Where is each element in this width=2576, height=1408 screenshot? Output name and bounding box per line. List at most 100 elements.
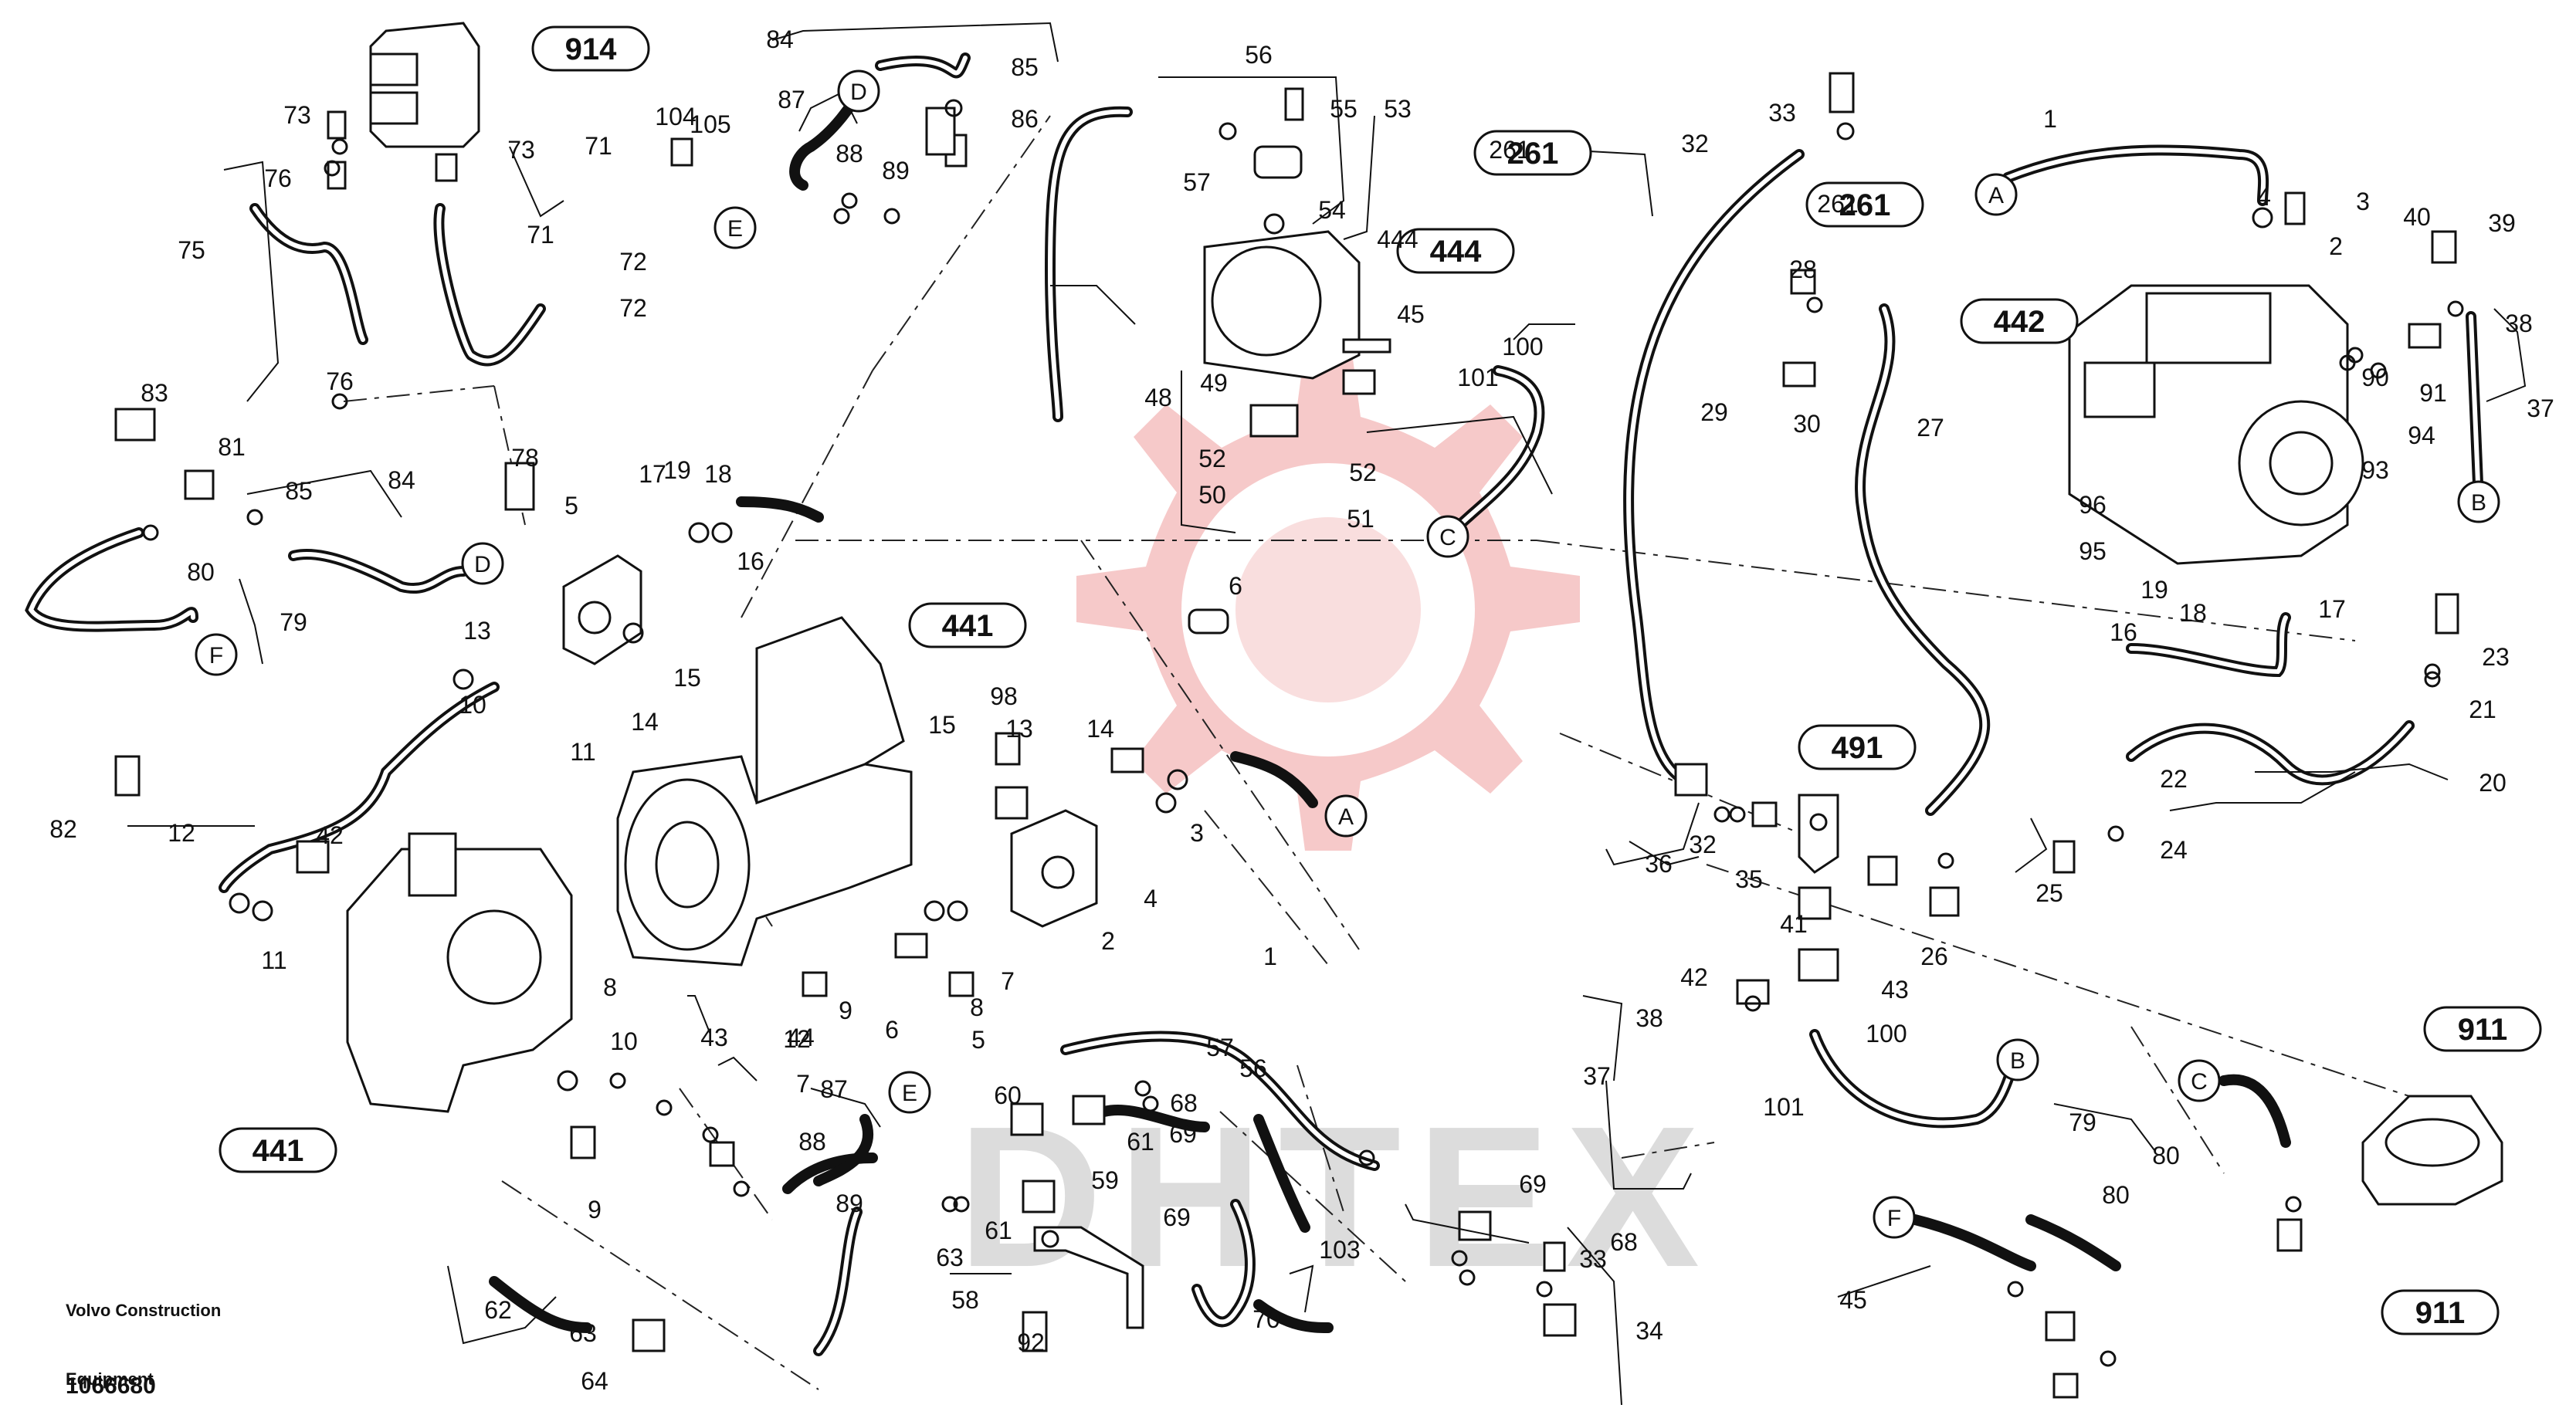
part-label-87: 87 bbox=[778, 86, 805, 113]
part-label-80: 80 bbox=[2152, 1142, 2180, 1169]
part-label-39: 39 bbox=[2488, 209, 2516, 237]
connector-a-1[interactable]: A bbox=[1974, 173, 2018, 216]
valve-block-914 bbox=[369, 22, 480, 148]
badge-441-top[interactable]: 441 bbox=[908, 602, 1027, 648]
connector-c-1[interactable]: C bbox=[1426, 515, 1469, 558]
part-label-5: 5 bbox=[564, 492, 578, 520]
hydraulic-motor-441-left bbox=[346, 832, 573, 1113]
badge-911-bottom[interactable]: 911 bbox=[2381, 1289, 2500, 1335]
badge-261-left[interactable]: 261 bbox=[1473, 130, 1592, 176]
part-label-80: 80 bbox=[2102, 1181, 2130, 1209]
part-label-75: 75 bbox=[178, 236, 205, 264]
connector-f-1[interactable]: F bbox=[195, 633, 238, 676]
o-rings bbox=[142, 99, 2464, 1367]
part-label-83: 83 bbox=[141, 379, 168, 407]
part-label-17: 17 bbox=[639, 460, 666, 488]
connector-f-2[interactable]: F bbox=[1873, 1196, 1916, 1239]
svg-text:D: D bbox=[474, 552, 491, 577]
part-label-51: 51 bbox=[1347, 505, 1374, 533]
part-label-80: 80 bbox=[187, 558, 215, 586]
part-label-28: 28 bbox=[1789, 256, 1817, 283]
part-label-96: 96 bbox=[2079, 491, 2107, 519]
part-label-33: 33 bbox=[1579, 1245, 1607, 1273]
part-label-42: 42 bbox=[316, 821, 344, 849]
svg-text:911: 911 bbox=[2458, 1013, 2508, 1047]
connector-a-2[interactable]: A bbox=[1324, 794, 1368, 838]
part-label-68: 68 bbox=[1170, 1089, 1198, 1117]
part-label-69: 69 bbox=[1163, 1203, 1191, 1231]
connector-b-2[interactable]: B bbox=[1996, 1038, 2039, 1081]
part-label-88: 88 bbox=[836, 140, 863, 168]
part-label-36: 36 bbox=[1645, 850, 1673, 878]
part-label-78: 78 bbox=[511, 444, 539, 472]
part-label-10: 10 bbox=[459, 691, 486, 719]
part-label-25: 25 bbox=[2035, 879, 2063, 907]
part-label-68: 68 bbox=[1610, 1228, 1638, 1256]
svg-text:C: C bbox=[1439, 525, 1456, 550]
part-label-63: 63 bbox=[569, 1319, 597, 1347]
watermark-gear-hole bbox=[1181, 463, 1475, 756]
badge-442[interactable]: 442 bbox=[1960, 298, 2079, 344]
part-label-55: 55 bbox=[1330, 95, 1357, 123]
footer-company: Volvo Construction bbox=[66, 1301, 221, 1320]
part-label-5: 5 bbox=[971, 1026, 985, 1054]
part-label-15: 15 bbox=[673, 664, 701, 692]
part-label-18: 18 bbox=[2179, 599, 2207, 627]
part-label-56: 56 bbox=[1239, 1054, 1267, 1082]
connector-d-1[interactable]: D bbox=[837, 69, 880, 113]
part-label-104: 104 bbox=[655, 103, 696, 130]
part-label-13: 13 bbox=[463, 617, 491, 645]
part-label-85: 85 bbox=[285, 477, 313, 505]
connector-e-1[interactable]: E bbox=[713, 206, 757, 249]
part-label-41: 41 bbox=[1780, 910, 1808, 938]
pump-assembly-442 bbox=[2068, 284, 2364, 565]
tee-fitting-491 bbox=[1798, 794, 1839, 874]
connector-d-2[interactable]: D bbox=[461, 542, 504, 585]
badge-444[interactable]: 444 bbox=[1396, 228, 1515, 274]
svg-text:E: E bbox=[727, 216, 743, 242]
components bbox=[346, 22, 2503, 1329]
part-label-13: 13 bbox=[1005, 715, 1033, 743]
part-label-52: 52 bbox=[1198, 445, 1226, 472]
part-label-12: 12 bbox=[168, 819, 195, 847]
part-label-61: 61 bbox=[1127, 1128, 1154, 1156]
part-label-3: 3 bbox=[1190, 819, 1204, 847]
part-label-1: 1 bbox=[1263, 943, 1277, 970]
connector-e-2[interactable]: E bbox=[888, 1071, 931, 1114]
part-label-63: 63 bbox=[936, 1244, 964, 1271]
part-label-72: 72 bbox=[619, 294, 647, 322]
part-label-10: 10 bbox=[610, 1027, 638, 1055]
part-label-35: 35 bbox=[1735, 865, 1763, 893]
badge-491[interactable]: 491 bbox=[1798, 724, 1917, 770]
badge-911-top[interactable]: 911 bbox=[2423, 1006, 2542, 1052]
part-label-57: 57 bbox=[1206, 1034, 1234, 1061]
part-label-40: 40 bbox=[2403, 203, 2431, 231]
part-label-16: 16 bbox=[2110, 618, 2137, 646]
svg-text:914: 914 bbox=[565, 32, 617, 66]
bracket-92 bbox=[1033, 1226, 1144, 1329]
connector-b-1[interactable]: B bbox=[2457, 480, 2500, 523]
part-label-14: 14 bbox=[631, 708, 659, 736]
part-label-38: 38 bbox=[2505, 310, 2533, 337]
badge-914[interactable]: 914 bbox=[531, 25, 650, 72]
badge-261-right[interactable]: 261 bbox=[1805, 181, 1924, 228]
part-label-26: 26 bbox=[1920, 943, 1948, 970]
part-label-100: 100 bbox=[1866, 1020, 1907, 1048]
part-label-11: 11 bbox=[261, 946, 286, 974]
part-label-91: 91 bbox=[2419, 379, 2447, 407]
part-label-69: 69 bbox=[1519, 1170, 1547, 1198]
part-label-44: 44 bbox=[787, 1024, 815, 1051]
part-label-45: 45 bbox=[1839, 1286, 1867, 1314]
fittings bbox=[114, 72, 2459, 1399]
part-label-101: 101 bbox=[1763, 1093, 1804, 1121]
part-label-79: 79 bbox=[280, 608, 307, 636]
part-label-52: 52 bbox=[1349, 459, 1377, 486]
badge-441-bottom[interactable]: 441 bbox=[219, 1127, 337, 1173]
part-label-261: 261 bbox=[1817, 190, 1858, 218]
connector-c-2[interactable]: C bbox=[2178, 1059, 2221, 1102]
part-label-27: 27 bbox=[1917, 414, 1944, 442]
part-label-11: 11 bbox=[570, 738, 595, 766]
footer-equipment: Equipment bbox=[66, 1369, 154, 1389]
part-label-16: 16 bbox=[737, 547, 764, 575]
accumulator-911 bbox=[2361, 1095, 2503, 1206]
